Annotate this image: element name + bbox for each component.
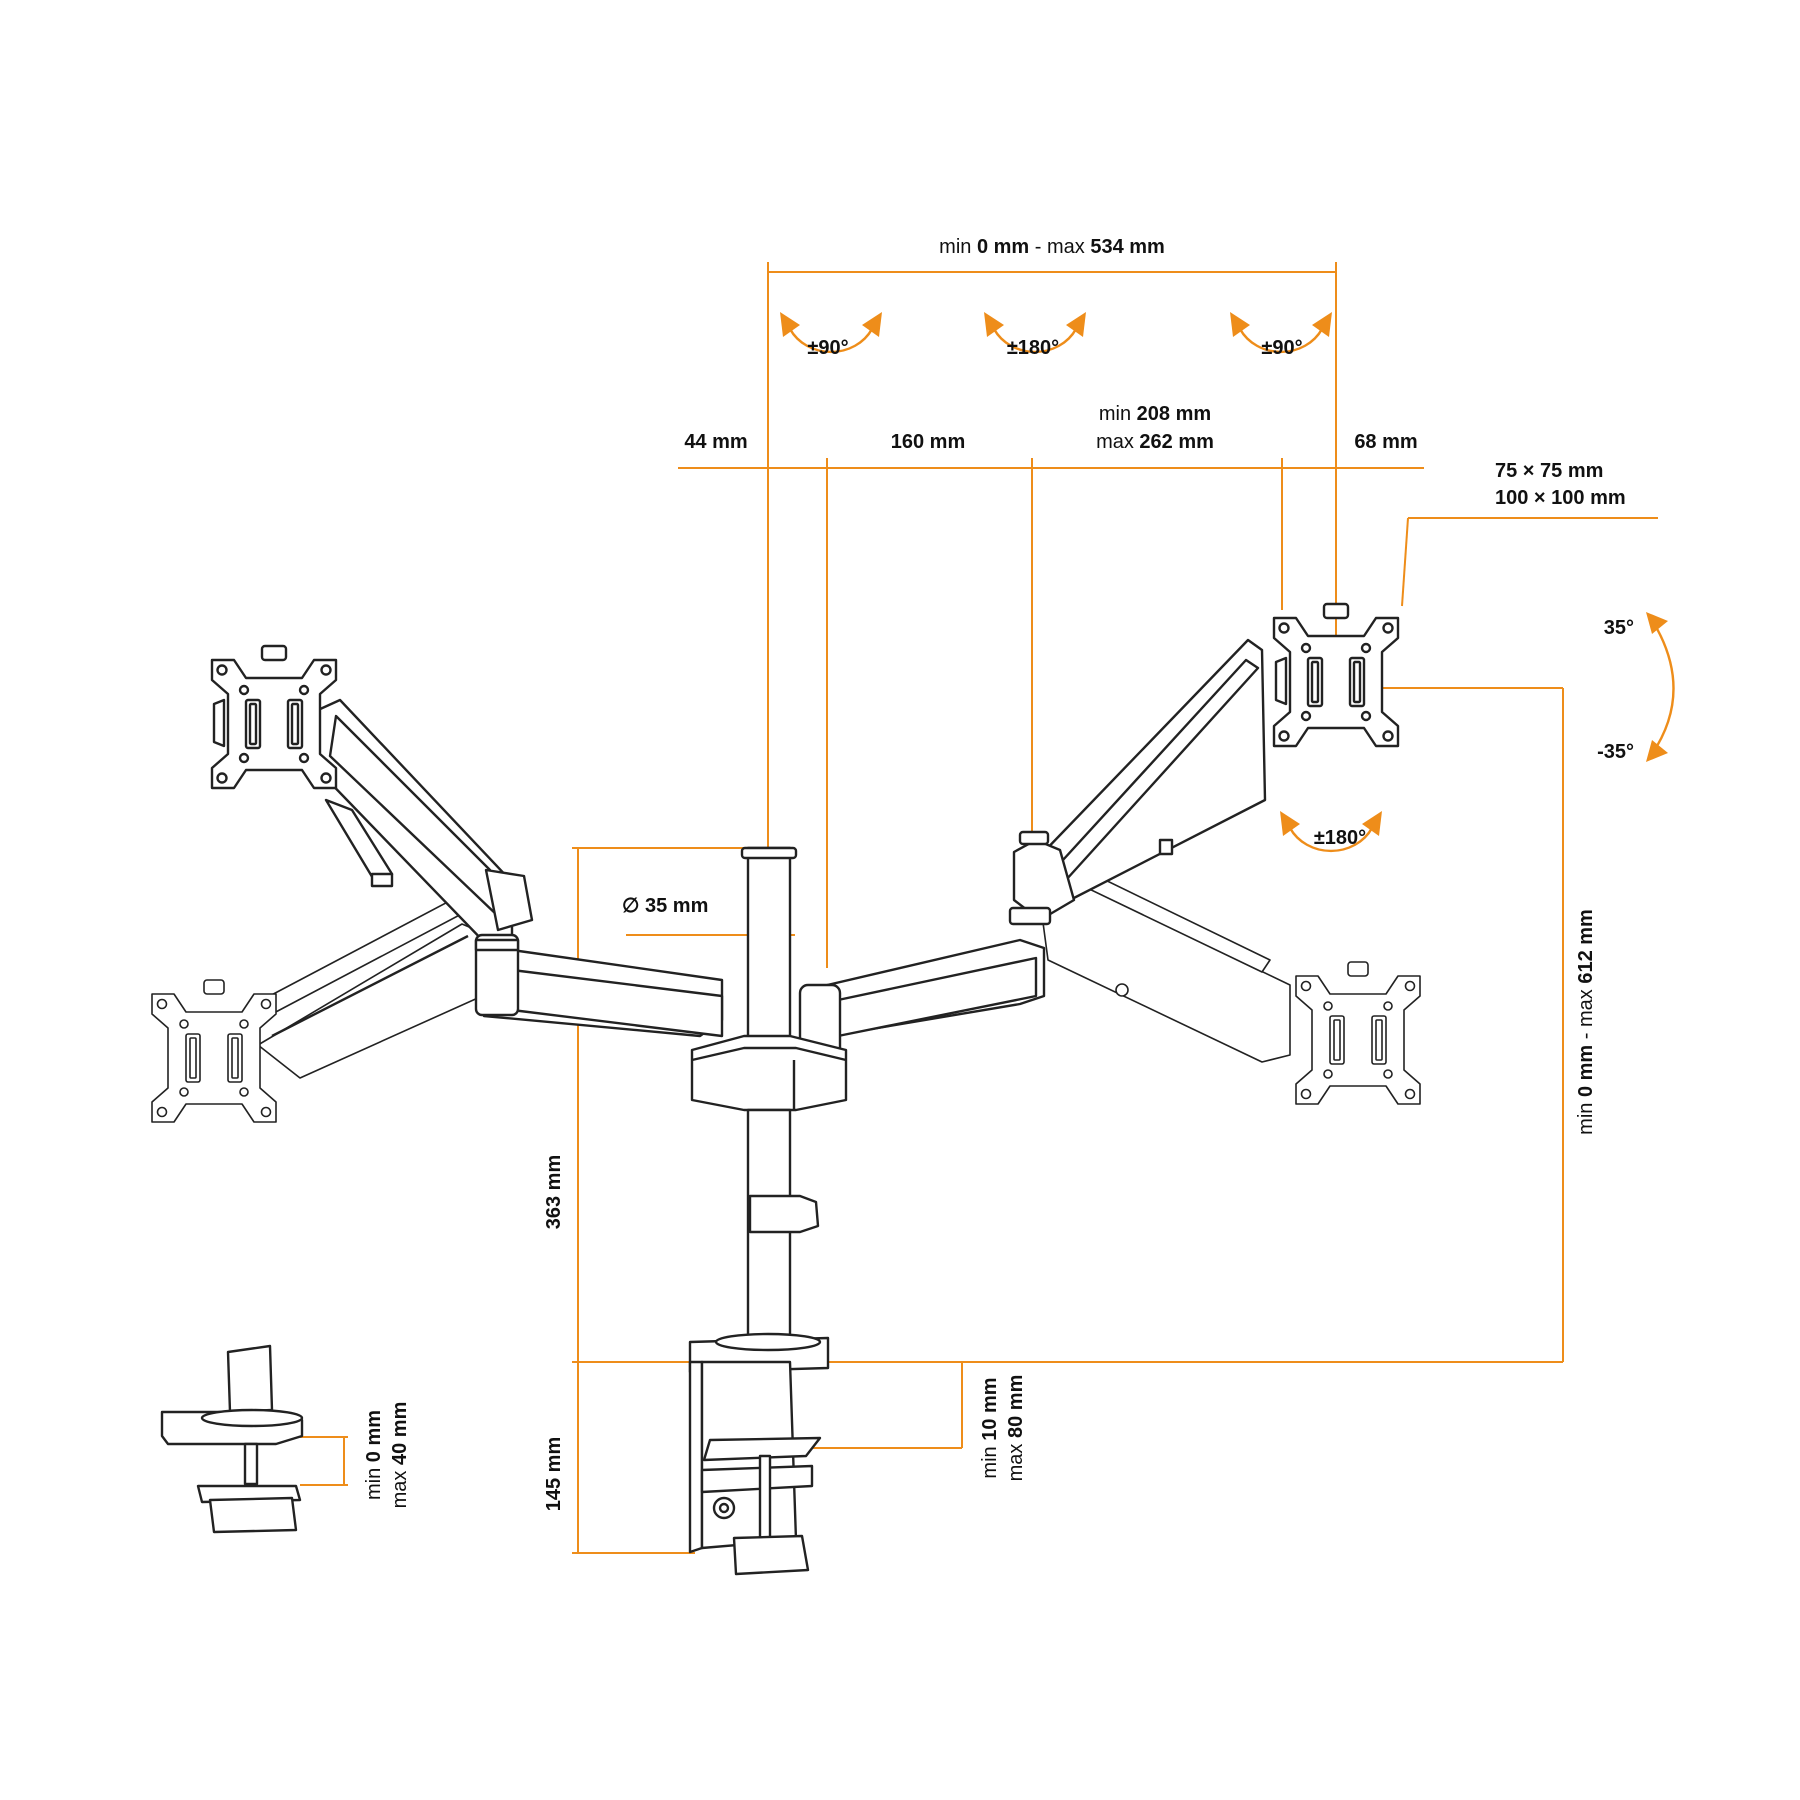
rotation-arrow-center bbox=[984, 312, 1086, 354]
arm-range-max-label: max 262 mm bbox=[1096, 431, 1214, 453]
monitor-rotation-label: ±180° bbox=[1314, 827, 1366, 849]
offset-68-label: 68 mm bbox=[1354, 431, 1417, 453]
desk-clamp bbox=[688, 1360, 822, 1576]
right-upper-arm bbox=[1012, 638, 1267, 922]
rotation-arrow-right bbox=[1230, 312, 1332, 354]
grommet-range-max-label: max 40 mm bbox=[389, 1402, 411, 1509]
clamp-height-label: 145 mm bbox=[543, 1437, 565, 1512]
pole-diameter-label: ∅ 35 mm bbox=[622, 895, 708, 917]
tilt-down-label: -35° bbox=[1597, 741, 1634, 763]
tilt-up-label: 35° bbox=[1604, 617, 1634, 639]
grommet-range-min-label: min 0 mm bbox=[363, 1410, 385, 1500]
arm-range-min-label: min 208 mm bbox=[1099, 403, 1211, 425]
grommet-clamp-detail bbox=[160, 1344, 304, 1534]
offset-160-label: 160 mm bbox=[891, 431, 966, 453]
left-upper-arm bbox=[316, 698, 534, 948]
rotation-label-center: ±180° bbox=[1007, 337, 1059, 359]
pole-height-label: 363 mm bbox=[543, 1155, 565, 1230]
rotation-label-right: ±90° bbox=[1261, 337, 1302, 359]
rotation-arrow-monitor bbox=[1280, 811, 1382, 853]
rotation-arrow-left bbox=[780, 312, 882, 354]
left-forearm bbox=[474, 933, 724, 1038]
vesa-label-line2: 100 × 100 mm bbox=[1495, 487, 1626, 509]
height-range-label: min 0 mm - max 612 mm bbox=[1575, 909, 1597, 1135]
pole bbox=[688, 846, 848, 1374]
monitor-plate-upper-right bbox=[1272, 602, 1400, 748]
desk-range-max-label: max 80 mm bbox=[1005, 1375, 1027, 1482]
monitor-plate-lower-left bbox=[151, 979, 277, 1123]
rotation-label-left: ±90° bbox=[807, 337, 848, 359]
top-range-label: min 0 mm - max 534 mm bbox=[939, 236, 1165, 258]
monitor-plate-upper-left bbox=[210, 644, 338, 790]
monitor-plate-lower-right bbox=[1295, 961, 1421, 1105]
tilt-arrow bbox=[1646, 612, 1675, 762]
right-forearm bbox=[798, 906, 1052, 1057]
vesa-label-line1: 75 × 75 mm bbox=[1495, 460, 1603, 482]
offset-44-label: 44 mm bbox=[684, 431, 747, 453]
right-arm-alt-position bbox=[1039, 859, 1291, 1063]
desk-range-min-label: min 10 mm bbox=[979, 1377, 1001, 1478]
